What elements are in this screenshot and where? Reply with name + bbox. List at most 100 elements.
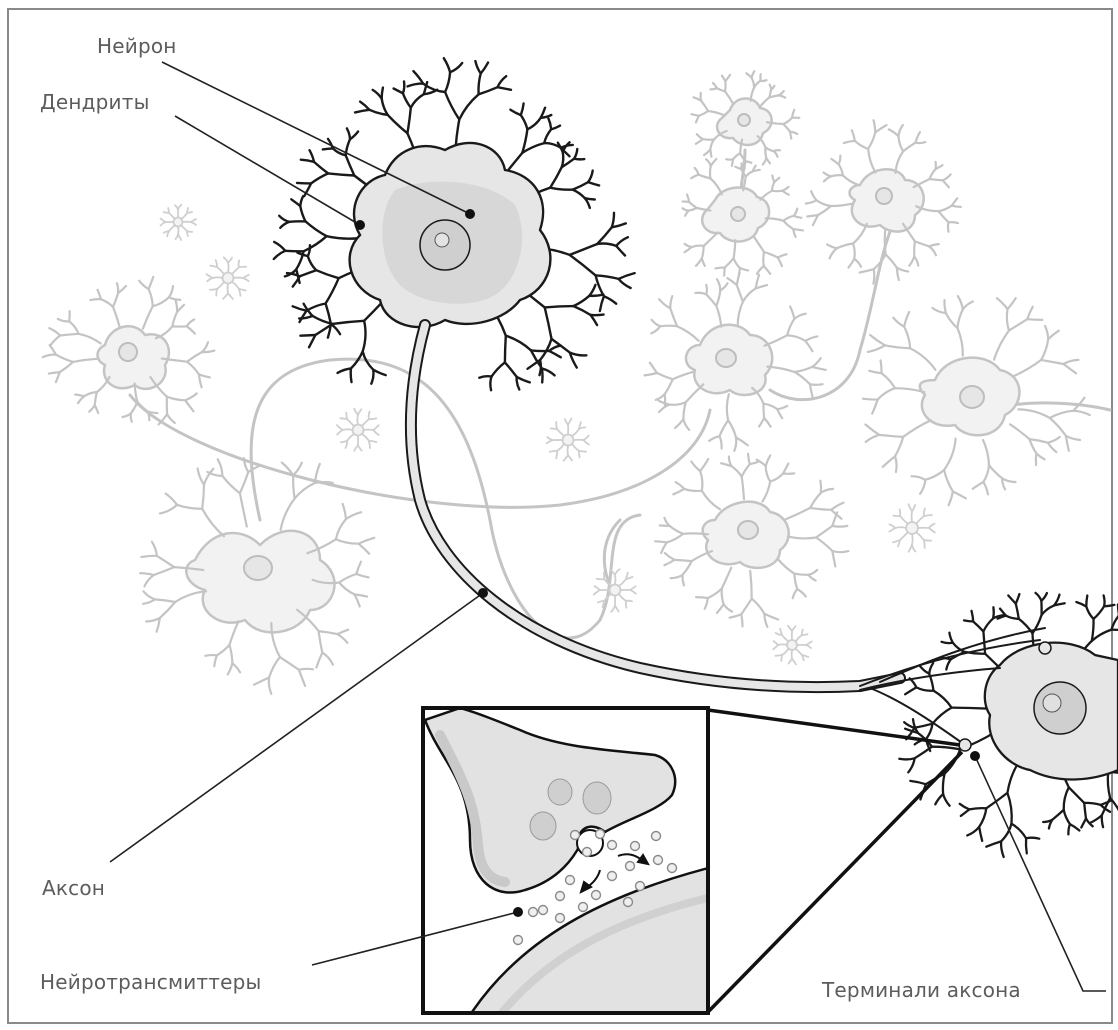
background-dendrite-branch bbox=[336, 539, 359, 543]
background-dendrite-branch bbox=[742, 477, 744, 500]
background-dendrite-branch bbox=[78, 396, 84, 403]
glial-cell-process bbox=[924, 540, 925, 548]
background-dendrite-branch bbox=[734, 438, 736, 451]
background-dendrite-branch bbox=[167, 414, 175, 423]
background-dendrite-branch bbox=[695, 293, 706, 295]
background-dendrite-branch bbox=[683, 402, 685, 419]
background-dendrite-branch bbox=[778, 258, 782, 267]
background-dendrite-branch bbox=[753, 170, 760, 171]
background-dendrite-branch bbox=[790, 307, 794, 319]
main-dendrite-branch bbox=[570, 244, 598, 255]
background-dendrite-branch bbox=[706, 294, 716, 306]
background-dendrite-branch bbox=[772, 182, 775, 191]
background-dendrite-branch bbox=[671, 575, 683, 578]
background-dendrite-branch bbox=[713, 83, 717, 88]
background-dendrite-branch bbox=[299, 670, 305, 686]
background-dendrite-branch bbox=[702, 491, 720, 510]
glial-cell-process bbox=[369, 441, 370, 448]
background-dendrite-branch bbox=[929, 246, 936, 255]
background-dendrite-branch bbox=[701, 93, 702, 101]
glial-cell-process bbox=[775, 655, 782, 656]
background-dendrite-branch bbox=[149, 277, 154, 289]
target-dendrite-branch bbox=[943, 794, 950, 806]
glial-cell-process bbox=[347, 434, 354, 441]
background-dendrite-branch bbox=[895, 456, 897, 472]
background-dendrite-branch bbox=[853, 244, 855, 259]
glial-cell-process bbox=[615, 569, 620, 574]
neurotransmitter-molecule bbox=[636, 882, 645, 891]
background-dendrite-branch bbox=[818, 206, 831, 215]
background-dendrite-branch bbox=[810, 508, 831, 510]
background-dendrite-branch bbox=[837, 244, 853, 249]
main-dendrite-branch bbox=[616, 246, 625, 256]
background-dendrite-branch bbox=[904, 327, 910, 349]
main-dendrite-branch bbox=[589, 295, 603, 296]
background-dendrite-branch bbox=[816, 526, 832, 538]
background-dendrite-branch bbox=[346, 512, 361, 519]
main-dendrite-branch bbox=[373, 90, 382, 99]
main-dendrite-branch bbox=[521, 115, 528, 129]
background-dendrite-branch bbox=[741, 163, 742, 169]
background-dendrite-branch bbox=[943, 180, 949, 187]
glial-cell-process bbox=[597, 579, 605, 580]
background-dendrite-branch bbox=[930, 169, 936, 179]
background-dendrite-branch bbox=[794, 574, 808, 575]
background-dendrite-branch bbox=[322, 653, 333, 665]
background-dendrite-branch bbox=[832, 526, 847, 527]
background-dendrite-branch bbox=[269, 678, 271, 694]
background-dendrite-branch bbox=[720, 420, 729, 436]
background-dendrite-branch bbox=[1041, 339, 1048, 360]
glial-cell-process bbox=[217, 282, 224, 289]
background-dendrite-branch bbox=[696, 139, 703, 144]
background-dendrite-branch bbox=[865, 425, 879, 435]
background-dendrite-branch bbox=[1064, 360, 1079, 364]
glial-cell-process bbox=[181, 213, 187, 219]
main-dendrite-branch bbox=[612, 213, 614, 228]
background-dendrite-branch bbox=[728, 420, 736, 437]
main-dendrite-branch bbox=[403, 81, 404, 93]
background-dendrite-branch bbox=[700, 459, 708, 471]
glial-cell-process bbox=[929, 528, 935, 533]
background-dendrite-branch bbox=[665, 553, 675, 560]
target-dendrite-branch bbox=[1026, 838, 1039, 839]
main-dendrite-branch bbox=[600, 296, 604, 311]
glial-cell-process bbox=[572, 444, 579, 451]
background-dendrite-branch bbox=[695, 168, 699, 175]
background-dendrite-branch bbox=[355, 595, 360, 607]
main-dendrite-branch bbox=[550, 167, 562, 188]
background-dendrite-branch bbox=[315, 482, 333, 483]
background-dendrite-branch bbox=[787, 319, 794, 335]
target-dendrite-branch bbox=[1069, 787, 1084, 803]
synapse-inset bbox=[423, 708, 720, 1015]
dendrites-anchor-dot bbox=[355, 220, 365, 230]
glial-cell-process bbox=[895, 527, 906, 528]
background-dendrite-branch bbox=[795, 372, 810, 384]
label-dendrites: Дендриты bbox=[40, 90, 150, 114]
background-dendrite-branch bbox=[795, 367, 813, 372]
background-dendrite-branch bbox=[683, 419, 689, 430]
glial-cell-process bbox=[909, 545, 912, 552]
background-dendrite-branch bbox=[793, 229, 803, 230]
glial-cell-process bbox=[626, 601, 632, 602]
background-dendrite-branch bbox=[293, 463, 302, 476]
background-dendrite-branch bbox=[868, 149, 875, 173]
main-dendrite-branch bbox=[589, 285, 595, 296]
background-dendrite-branch bbox=[704, 232, 718, 246]
target-dendrite-branch bbox=[899, 758, 914, 759]
main-dendrite-branch bbox=[574, 159, 584, 160]
background-dendrite-branch bbox=[202, 509, 224, 537]
background-dendrite-branch bbox=[90, 299, 101, 300]
glial-cell-process bbox=[564, 455, 568, 460]
background-dendrite-branch bbox=[903, 143, 915, 152]
glial-cell-process bbox=[890, 524, 896, 528]
glial-cell-process bbox=[232, 267, 239, 274]
glial-cell-process bbox=[782, 635, 788, 641]
background-dendrite-branch bbox=[140, 573, 154, 575]
background-dendrite-branch bbox=[356, 562, 361, 574]
background-dendrite-branch bbox=[58, 319, 69, 322]
main-dendrite-branch bbox=[333, 321, 365, 324]
background-dendrite-branch bbox=[154, 567, 174, 575]
background-dendrite-branch bbox=[930, 179, 943, 180]
glial-cell-process bbox=[346, 413, 347, 420]
background-dendrite-branch bbox=[734, 258, 740, 268]
